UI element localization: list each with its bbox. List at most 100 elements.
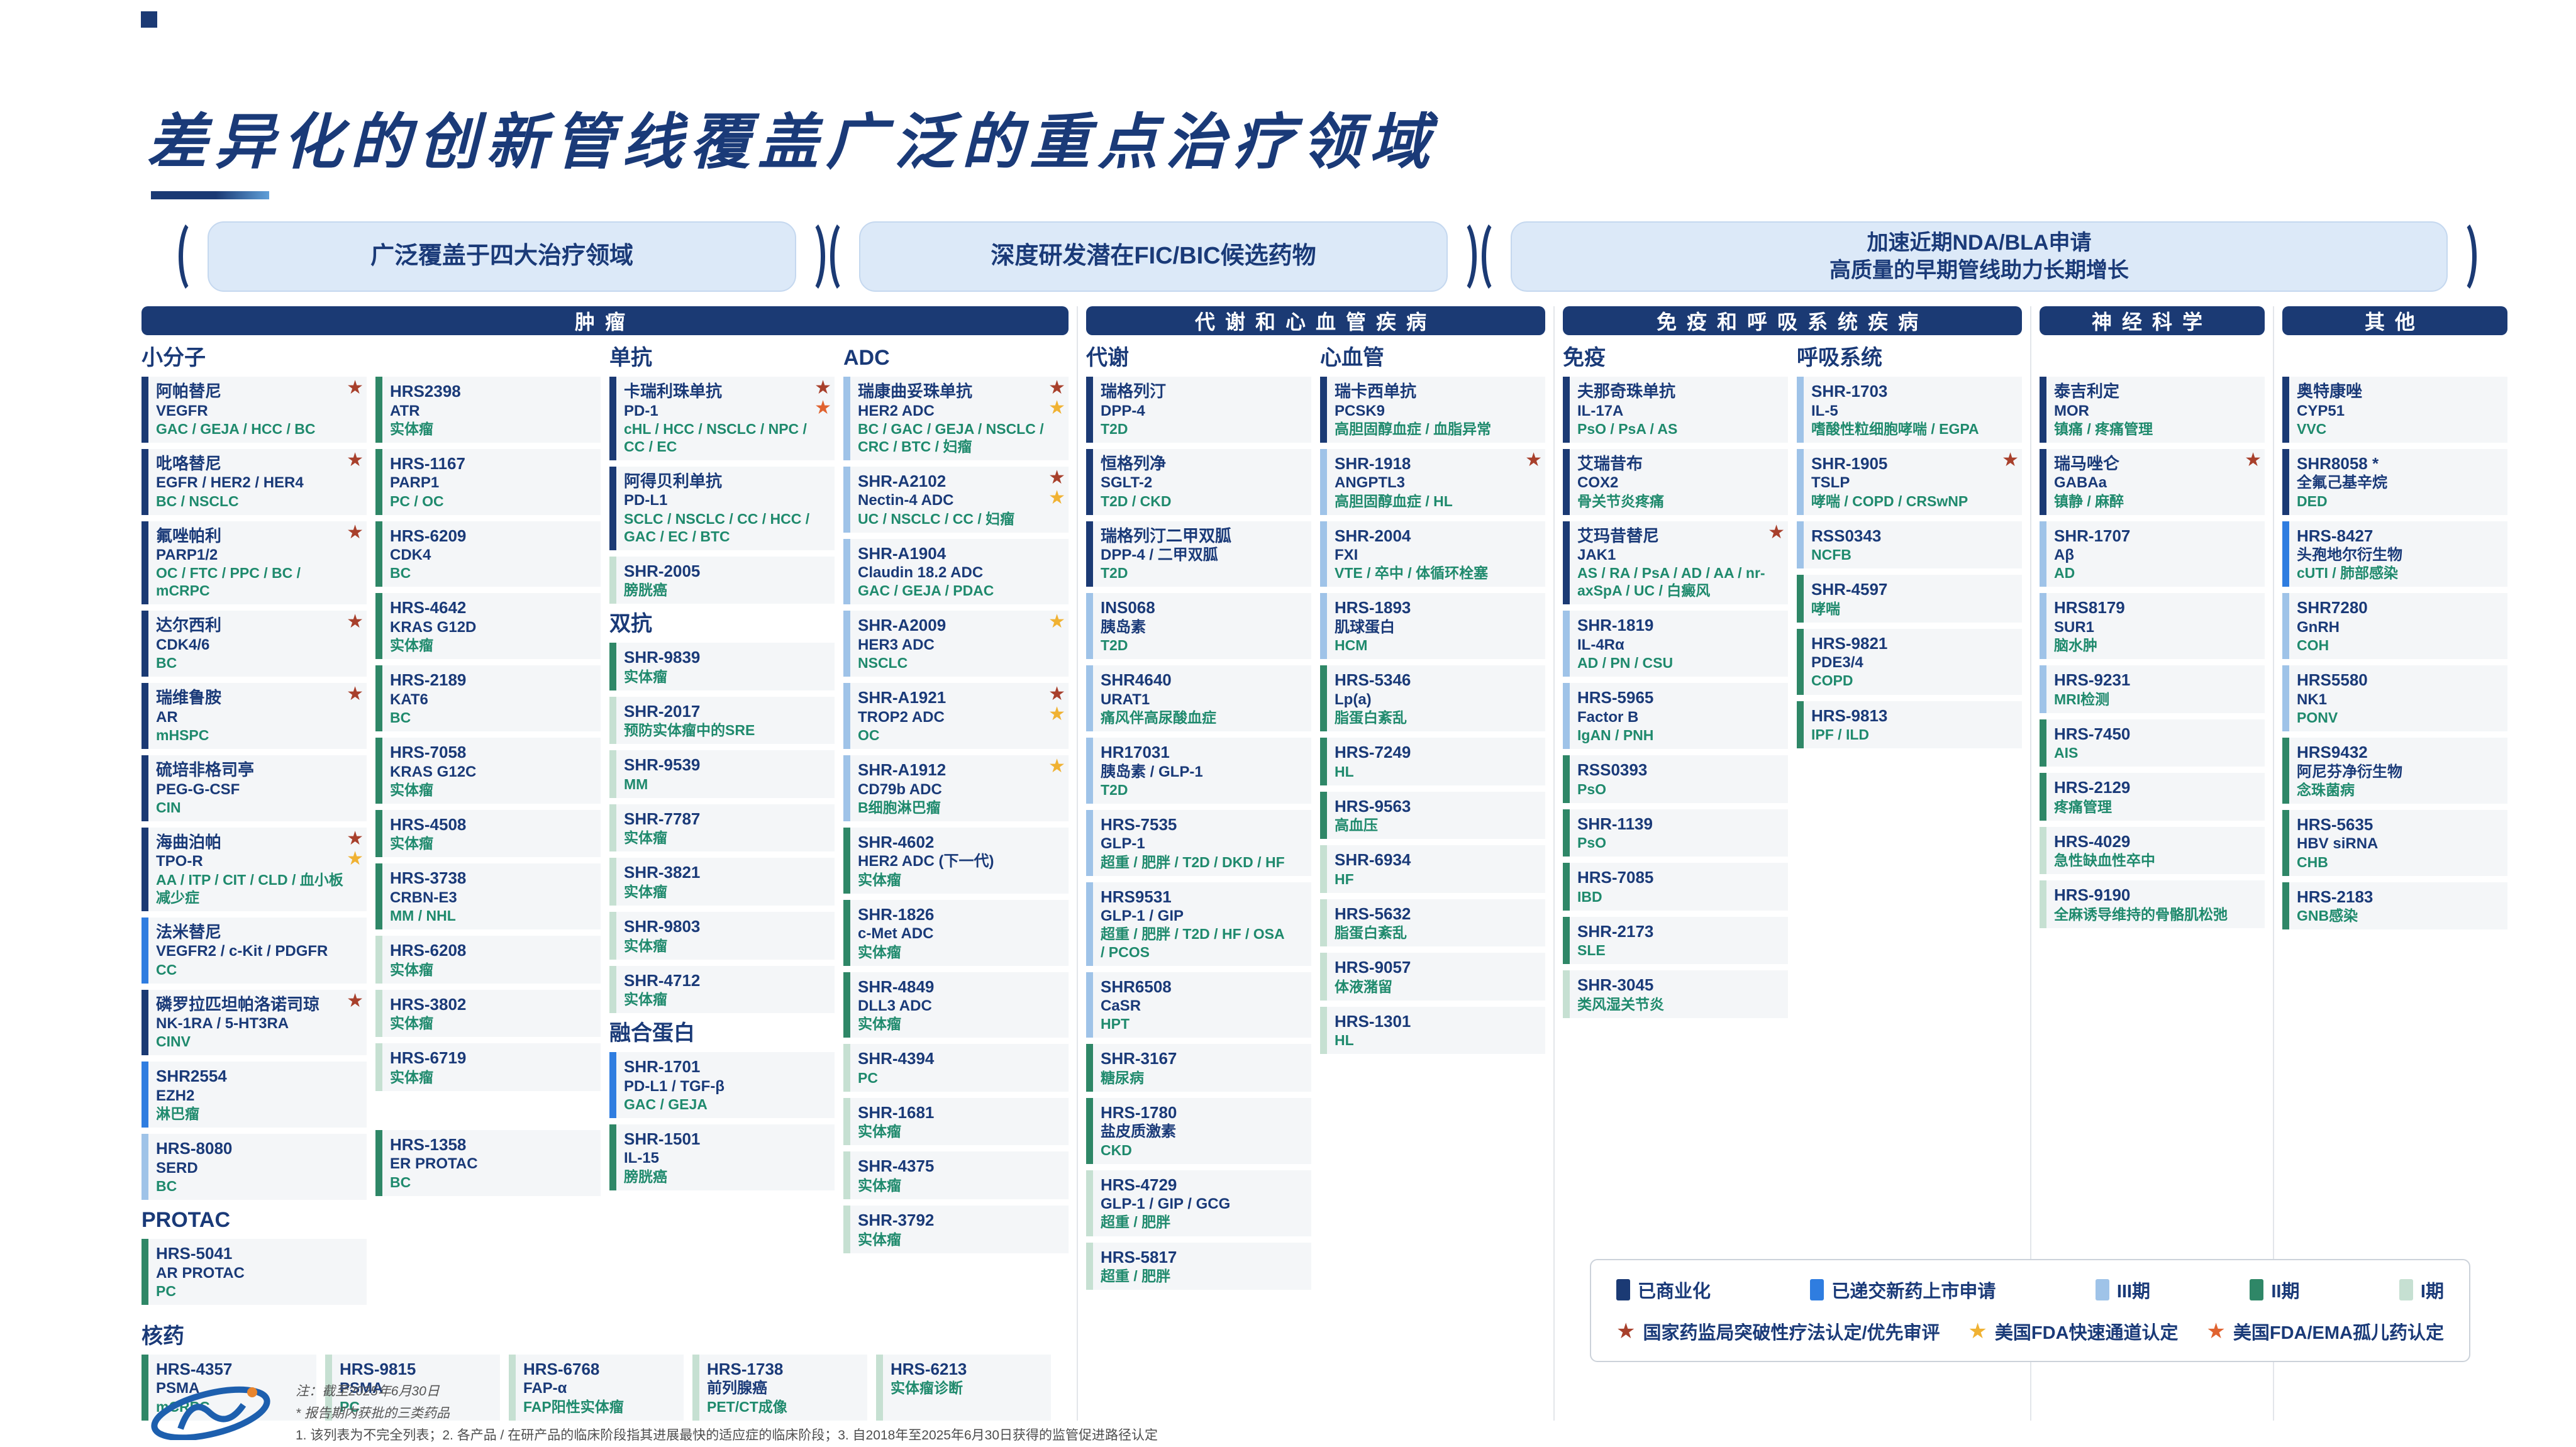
drug-name: SHR-1139: [1577, 814, 1653, 833]
drug-indication: BC / GAC / GEJA / NSCLC / CRC / BTC / 妇瘤: [858, 420, 1044, 455]
phase-indicator-bar: [1320, 448, 1327, 515]
drug-target: IL-17A: [1577, 402, 1624, 419]
drug-indication: GNB感染: [2297, 907, 2358, 924]
designation-stars: ★: [1048, 757, 1065, 777]
phase-indicator-bar: [2040, 593, 2046, 660]
drug-name: 瑞格列汀: [1101, 382, 1167, 401]
drug-indication: 实体瘤: [624, 937, 667, 954]
drug-target: GnRH: [2297, 618, 2340, 636]
drug-name: HRS-9563: [1335, 796, 1411, 816]
drug-indication: OC: [858, 727, 880, 744]
drug-name: 艾玛昔替尼: [1577, 526, 1660, 545]
drug-indication: 镇静 / 麻醉: [2054, 492, 2124, 509]
drug-name: HRS9531: [1101, 887, 1172, 906]
phase-indicator-bar: [142, 521, 148, 605]
designation-stars: ★: [347, 378, 364, 398]
phase-indicator-bar: [142, 827, 148, 911]
banner-fic-bic: 深度研发潜在FIC/BIC候选药物: [830, 218, 1477, 296]
drug-name: HRS-9815: [340, 1359, 416, 1378]
drug-name: RSS0343: [1811, 526, 1882, 545]
phase-indicator-bar: [609, 696, 616, 745]
phase-indicator-bar: [1320, 845, 1327, 893]
drug-indication: cHL / HCC / NSCLC / NPC / CC / EC: [624, 420, 807, 455]
drug-name: SHR-4712: [624, 970, 701, 990]
legend-label: II期: [2271, 1282, 2300, 1302]
drug-indication: HCM: [1335, 637, 1368, 654]
designation-stars: ★: [1048, 612, 1065, 632]
hengrui-logo-icon: [148, 1382, 274, 1443]
btd-star-icon: ★: [2002, 449, 2019, 470]
phase-indicator-bar: [1086, 1044, 1093, 1092]
drug-target: CYP51: [2297, 402, 2345, 419]
fasttrack-star-icon: ★: [1048, 487, 1065, 508]
legend-item: ★美国FDA/EMA孤儿药认定: [2206, 1318, 2444, 1344]
drug-name: 卡瑞利珠单抗: [624, 382, 723, 401]
drug-target: DPP-4: [1101, 402, 1145, 419]
drug-name: SHR-A1912: [858, 760, 947, 780]
btd-star-icon: ★: [1048, 467, 1065, 488]
phase-indicator-bar: [1086, 1097, 1093, 1164]
drug-indication: 实体瘤: [390, 961, 433, 978]
drug-name: SHR6508: [1101, 977, 1172, 996]
drug-target: DLL3 ADC: [858, 997, 932, 1015]
drug-indication: 实体瘤: [624, 829, 667, 846]
drug-name: 瑞康曲妥珠单抗: [858, 382, 973, 401]
drug-target: c-Met ADC: [858, 925, 934, 943]
drug-indication: 骨关节炎疼痛: [1577, 492, 1664, 509]
drug-indication: CKD: [1101, 1141, 1132, 1158]
phase-indicator-bar: [1797, 628, 1804, 695]
corner-decoration: [141, 11, 157, 28]
phase-indicator-bar: [843, 1151, 850, 1199]
drug-indication: 脂蛋白紊乱: [1335, 924, 1407, 941]
phase-indicator-bar: [2040, 880, 2046, 928]
drug-name: HRS-2183: [2297, 887, 2373, 906]
phase-indicator-bar: [1320, 521, 1327, 587]
drug-indication: AIS: [2054, 745, 2079, 762]
phase-indicator-bar: [2282, 448, 2289, 515]
fasttrack-star-icon: ★: [1048, 704, 1065, 725]
btd-star-icon: ★: [347, 684, 364, 705]
legend-color-chip: [2399, 1279, 2413, 1300]
drug-name: HRS-3802: [390, 994, 467, 1014]
drug-target: GABAa: [2054, 474, 2107, 492]
phase-indicator-bar: [1563, 377, 1570, 443]
drug-target: FXI: [1335, 546, 1358, 564]
drug-indication: 预防实体瘤中的SRE: [624, 722, 755, 739]
drug-indication: HL: [1335, 1032, 1354, 1049]
designation-stars: ★: [1768, 522, 1785, 543]
